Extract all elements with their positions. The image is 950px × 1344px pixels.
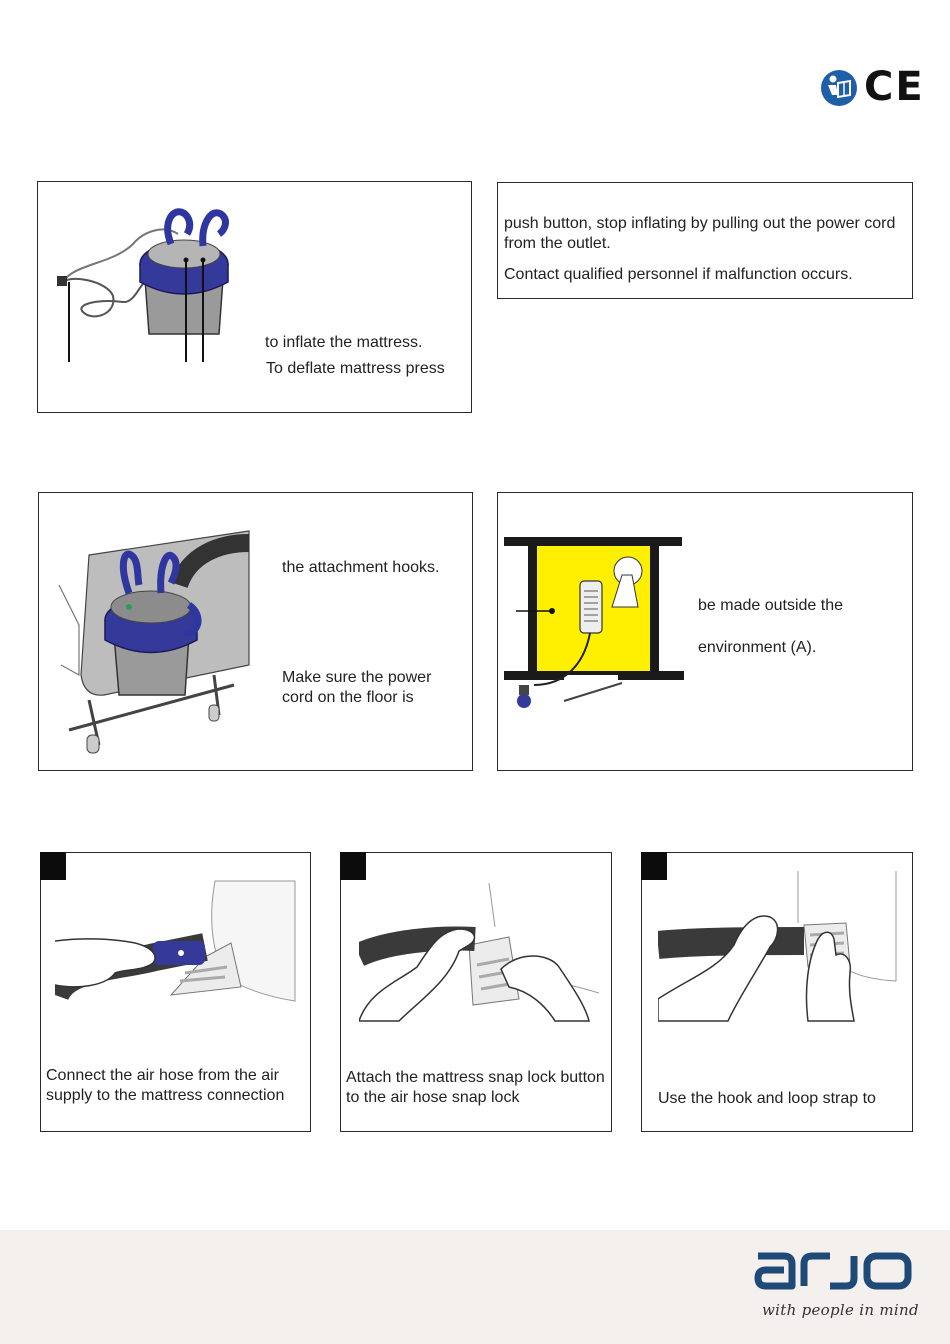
step-number-badge <box>641 852 667 880</box>
leader-line <box>185 260 187 362</box>
step-1-text: Connect the air hose from the air supply… <box>46 1067 285 1104</box>
step-3-text: Use the hook and loop strap to <box>658 1090 876 1107</box>
environment-illustration <box>504 537 684 708</box>
connect-hose-illustration <box>55 880 296 1002</box>
box2-text-contact: Contact qualified personnel if malfuncti… <box>504 266 853 283</box>
box3-text-hooks: the attachment hooks. <box>282 559 440 576</box>
step-number-badge <box>340 852 366 880</box>
leader-line <box>202 260 204 362</box>
hook-loop-strap-illustration <box>658 871 897 1022</box>
ce-mark-text: CE <box>864 64 925 110</box>
arjo-logo <box>754 1252 912 1290</box>
box-pump-controls: to inflate the mattress. To deflate matt… <box>37 181 472 413</box>
footer-tagline: with people in mind <box>762 1301 919 1319</box>
box-pump-on-bed: the attachment hooks. Make sure the powe… <box>38 492 473 771</box>
box-instructions: push button, stop inflating by pulling o… <box>497 182 913 299</box>
step-2-text: Attach the mattress snap lock button to … <box>346 1069 605 1106</box>
step-1: Connect the air hose from the air supply… <box>40 852 311 1132</box>
pump-illustration <box>57 208 229 335</box>
box4-text-environment: environment (A). <box>698 639 817 656</box>
box2-text-push-button: push button, stop inflating by pulling o… <box>504 215 896 252</box>
box1-text-inflate: to inflate the mattress. <box>265 334 423 351</box>
box1-text-deflate: To deflate mattress press <box>266 360 445 377</box>
step-2: Attach the mattress snap lock button to … <box>340 852 612 1132</box>
pump-on-bed-illustration <box>58 530 250 754</box>
step-3: Use the hook and loop strap to <box>641 852 913 1132</box>
box-environment: be made outside the environment (A). <box>497 492 913 771</box>
ce-mark-icon: CE <box>864 64 923 110</box>
step-number-badge <box>40 852 66 880</box>
footer: with people in mind <box>0 1230 950 1344</box>
snap-lock-illustration <box>359 882 599 1022</box>
manual-icon <box>821 70 857 106</box>
box3-text-power-cord: Make sure the power cord on the floor is <box>282 669 432 706</box>
box4-text-outside: be made outside the <box>698 597 843 614</box>
leader-line <box>68 282 70 362</box>
